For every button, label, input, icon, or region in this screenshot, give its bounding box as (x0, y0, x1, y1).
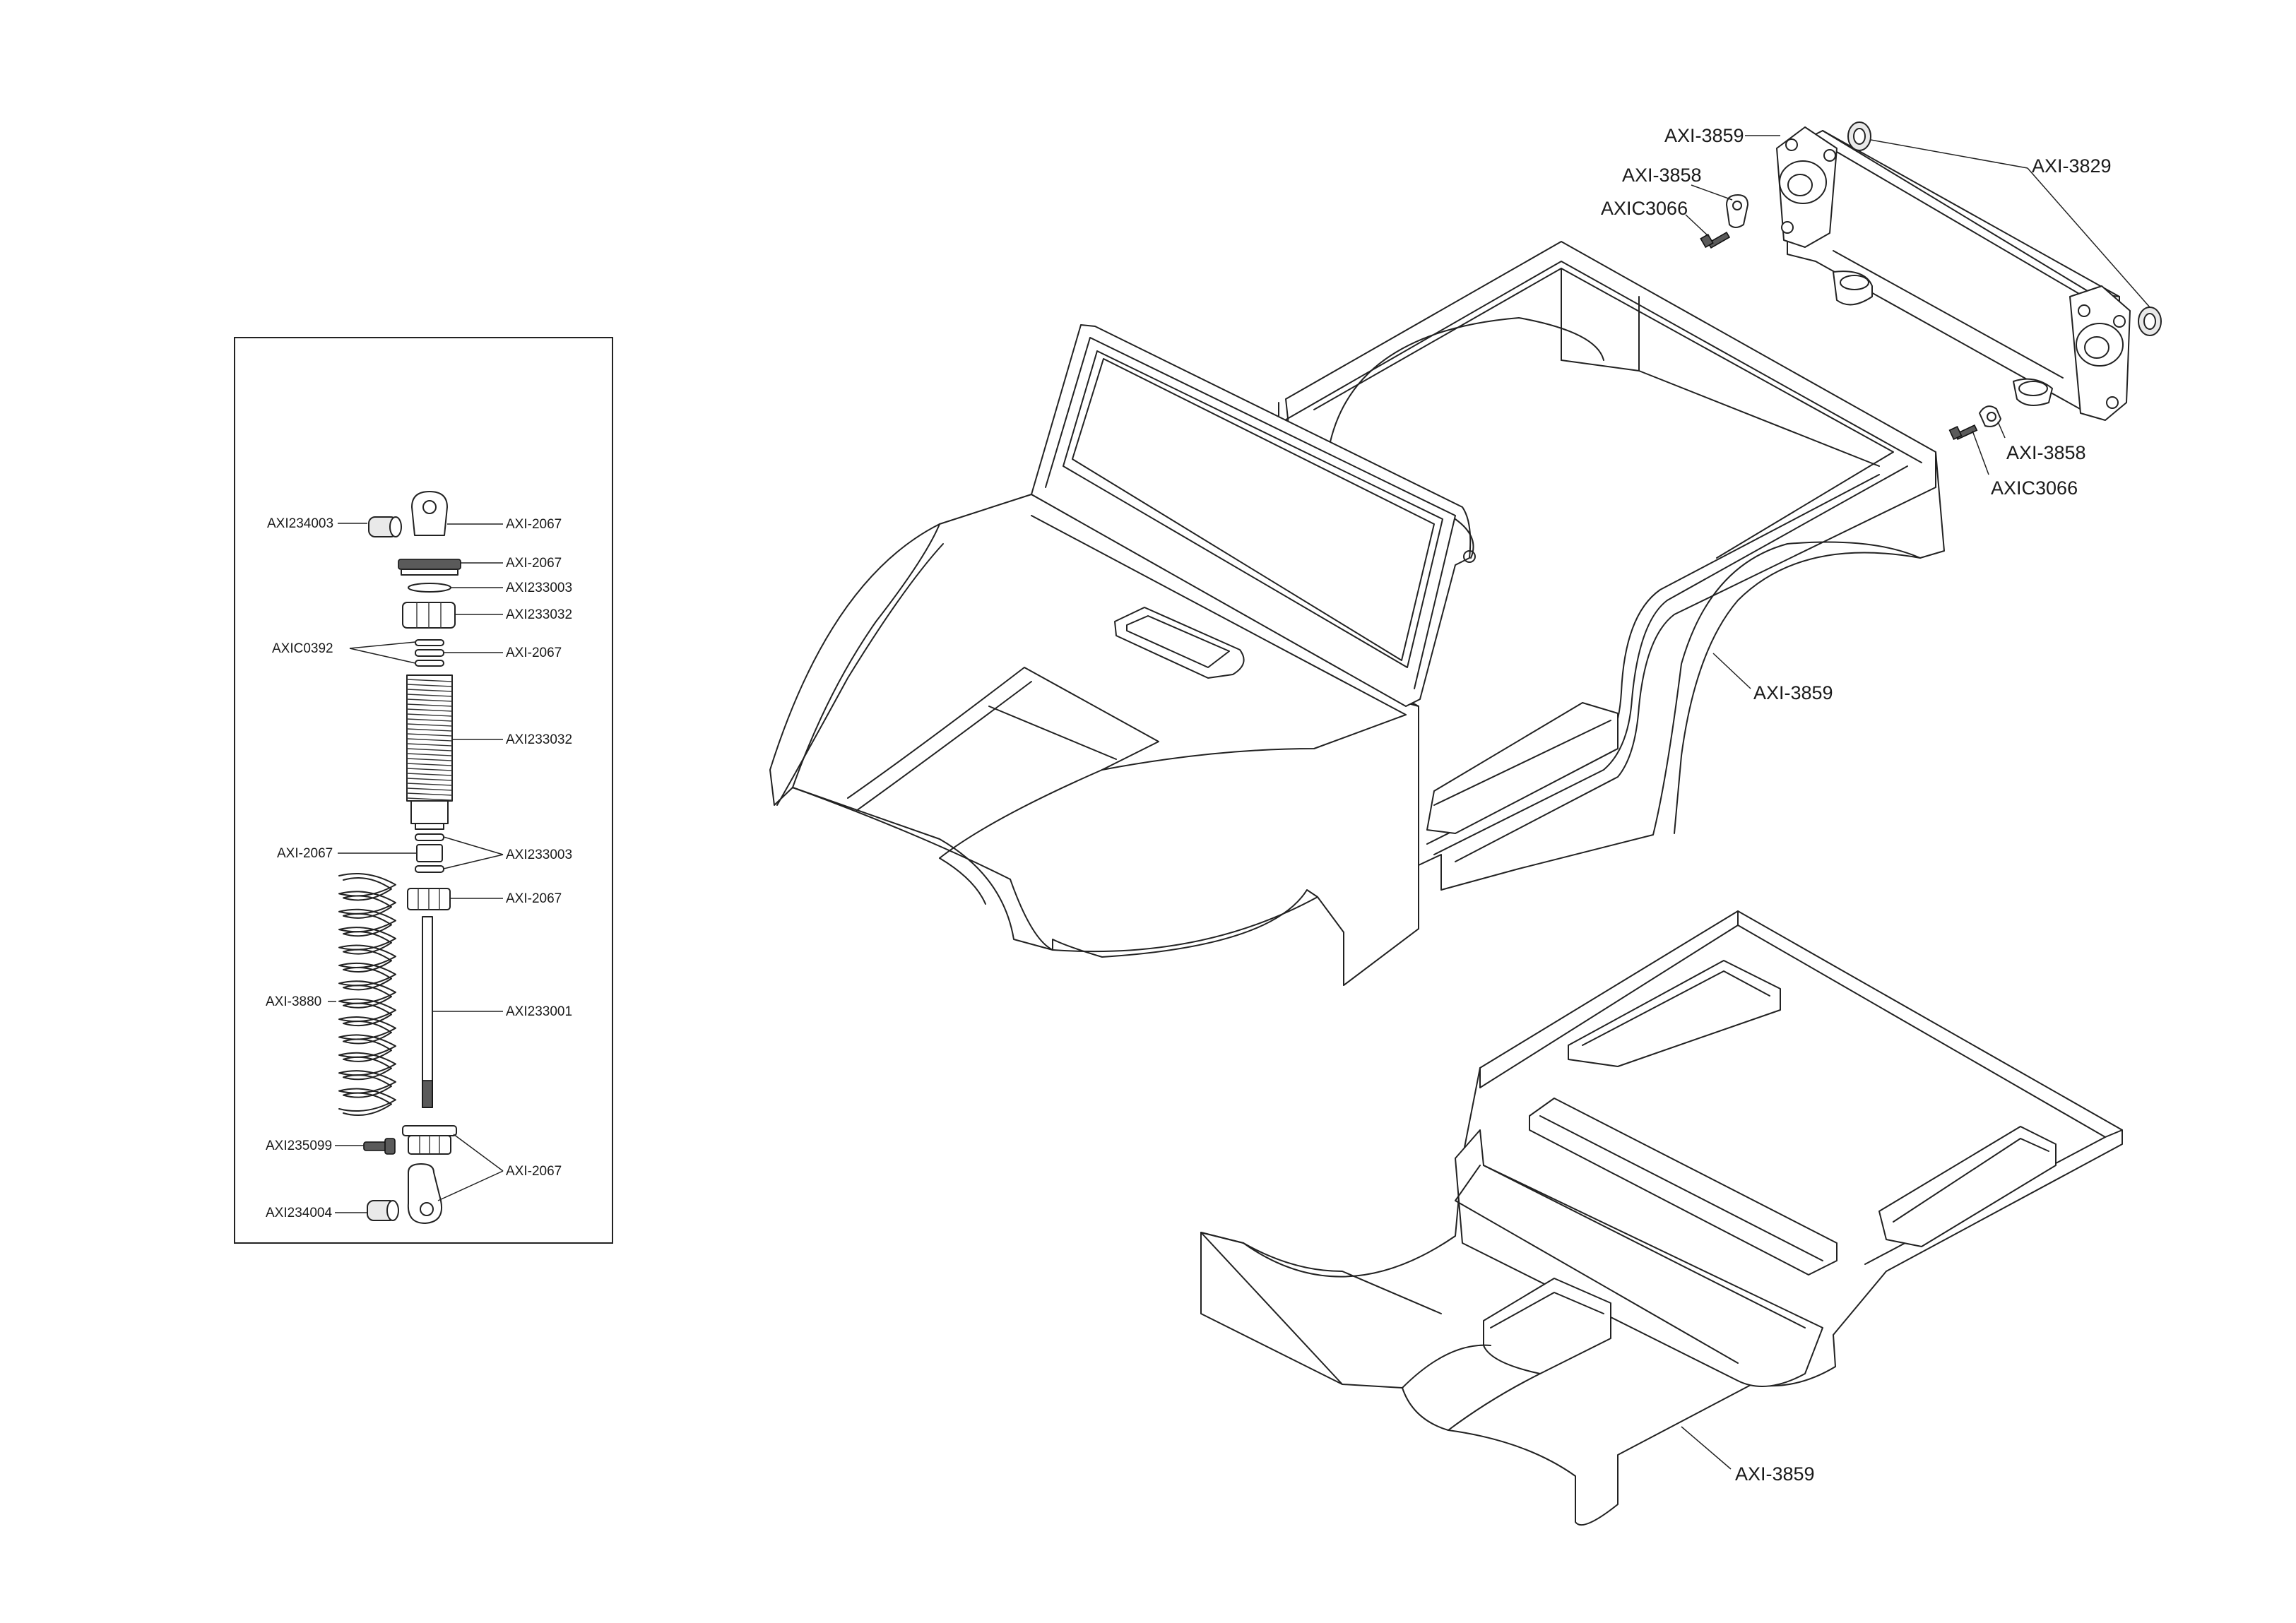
shock-rod-end-bottom (407, 1163, 442, 1224)
shock-leaders (328, 523, 504, 1213)
label-mount-screw-right: AXIC3066 (1991, 477, 2078, 499)
label-shock-washer: AXI-2067 (506, 646, 562, 660)
label-shock-bushing-top: AXI234003 (267, 516, 333, 531)
label-shock-spring-cup: AXI-2067 (506, 891, 562, 906)
body-leaders (1681, 135, 2150, 1470)
shock-bushing-top (368, 516, 402, 537)
label-shock-spring: AXI-3880 (266, 994, 321, 1009)
shock-inset-panel: AXI234003 AXI-2067 AXI-2067 AXI233003 AX… (234, 337, 613, 1244)
shock-spring (338, 872, 396, 1117)
label-shock-rod-end-top: AXI-2067 (506, 517, 562, 532)
label-shock-body-cap: AXI233032 (506, 607, 572, 622)
shock-bushing-bottom (367, 1200, 399, 1221)
label-mount-screw: AXIC3066 (1601, 198, 1688, 219)
shock-threaded-body (406, 674, 453, 830)
body-windshield (1031, 324, 1472, 707)
rear-mount-assembly (1700, 121, 2162, 441)
label-shock-piston-orings: AXI233003 (506, 848, 572, 862)
interior-tray (1200, 910, 2123, 1526)
label-shock-lower-parts: AXI-2067 (506, 1164, 562, 1179)
label-body-shell: AXI-3859 (1753, 682, 1833, 703)
label-shock-cap: AXI-2067 (506, 556, 562, 571)
label-shock-shaft: AXI233001 (506, 1004, 572, 1019)
mount-bearing-top (1847, 121, 1871, 151)
inset-frame (234, 337, 613, 1244)
shock-piston-parts (415, 833, 444, 873)
shock-screw (363, 1138, 396, 1155)
shock-spring-cup (407, 888, 451, 910)
shock-body-cap (402, 602, 456, 629)
mount-link-right (1979, 405, 2001, 427)
label-mount-link-right: AXI-3858 (2006, 442, 2086, 463)
body-hood (769, 494, 1419, 986)
body-shell (769, 241, 1945, 986)
shock-oring-1 (408, 583, 451, 593)
mount-bearing-bottom (2138, 307, 2162, 336)
shock-lower-cap (402, 1125, 457, 1155)
shock-rod-end-top (411, 491, 448, 536)
label-shock-bushing-bottom: AXI234004 (266, 1206, 332, 1220)
mount-screw-right (1948, 424, 1978, 441)
label-shock-threaded-body: AXI233032 (506, 732, 572, 747)
label-mount-top-left: AXI-3859 (1664, 125, 1744, 146)
label-shock-small-orings: AXIC0392 (272, 641, 333, 656)
mount-screw-top (1700, 231, 1731, 249)
label-mount-bearings: AXI-3829 (2032, 155, 2112, 177)
label-interior-tray: AXI-3859 (1735, 1463, 1815, 1485)
label-shock-screw: AXI235099 (266, 1139, 332, 1153)
mount-link-top (1726, 194, 1748, 228)
label-shock-oring-1: AXI233003 (506, 581, 572, 595)
label-shock-piston: AXI-2067 (277, 846, 333, 861)
label-mount-link: AXI-3858 (1622, 165, 1702, 186)
shock-shaft (422, 916, 433, 1108)
shock-cap (398, 559, 461, 576)
shock-small-orings (415, 639, 444, 667)
